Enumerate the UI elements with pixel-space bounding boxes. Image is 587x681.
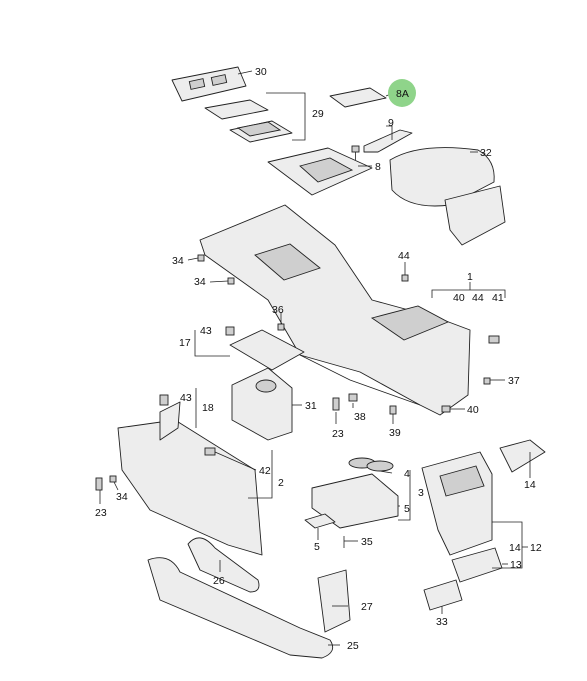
callout-34: 34: [194, 276, 206, 288]
callout-44: 44: [398, 250, 410, 262]
part-17-bracket: [229, 329, 305, 371]
callout-12: 12: [530, 542, 542, 554]
callout-36: 36: [272, 304, 284, 316]
clip-icon: [348, 393, 358, 402]
callout-41: 41: [492, 292, 504, 304]
callout-34: 34: [172, 255, 184, 267]
part-33-switch: [423, 579, 463, 611]
clip-icon: [159, 394, 169, 406]
part-2-side-trim: [117, 419, 263, 556]
callout-31: 31: [305, 400, 317, 412]
clip-icon: [332, 397, 340, 411]
part-5-pad: [304, 513, 336, 529]
callout-29: 29: [312, 108, 324, 120]
clip-icon: [488, 335, 500, 344]
clip-icon: [204, 447, 216, 456]
callout-30: 30: [255, 66, 267, 78]
callout-25: 25: [347, 640, 359, 652]
part-27-bracket: [317, 569, 351, 633]
bolt-icon: [277, 323, 285, 331]
bolt-icon: [197, 254, 205, 262]
callout-5: 5: [314, 541, 320, 553]
callout-17: 17: [179, 337, 191, 349]
callout-2: 2: [278, 477, 284, 489]
part-29-trays: [204, 99, 293, 143]
clip-icon: [95, 477, 103, 491]
highlight-label: 8A: [396, 88, 409, 100]
callout-14: 14: [509, 542, 521, 554]
part-26-duct: [187, 537, 260, 593]
callout-9: 9: [388, 117, 394, 129]
clip-icon: [389, 405, 397, 415]
part-31-gear-housing: [231, 367, 293, 441]
callout-5: 5: [404, 503, 410, 515]
callout-40: 40: [467, 404, 479, 416]
callout-23: 23: [332, 428, 344, 440]
clip-icon: [441, 405, 451, 413]
bolt-icon: [227, 277, 235, 285]
part-13-trim-frame: [451, 547, 503, 583]
callout-38: 38: [354, 411, 366, 423]
leader-lines: [99, 70, 531, 646]
callout-37: 37: [508, 375, 520, 387]
part-9-trim-strip: [363, 129, 413, 153]
part-32-armrest: [389, 147, 506, 246]
callout-42: 42: [259, 465, 271, 477]
part-25-air-duct: [147, 557, 334, 659]
callout-18: 18: [202, 402, 214, 414]
bolt-icon: [109, 475, 117, 483]
callout-23: 23: [95, 507, 107, 519]
callout-43: 43: [200, 325, 212, 337]
part-18-clip-strip: [159, 401, 181, 441]
part-1-center-console: [199, 204, 471, 416]
callout-13: 13: [510, 559, 522, 571]
part-14-vent: [499, 439, 546, 473]
callout-33: 33: [436, 616, 448, 628]
highlight-badge: [388, 79, 416, 107]
part-3-cupholder: [311, 457, 399, 529]
callout-40: 40: [453, 292, 465, 304]
callout-4: 4: [404, 468, 410, 480]
callout-8: 8: [375, 161, 381, 173]
part-8-gear-surround: [267, 147, 373, 196]
callout-32: 32: [480, 147, 492, 159]
part-8a-insert: [329, 87, 387, 108]
callout-1: 1: [467, 271, 473, 283]
clip-icon: [225, 326, 235, 336]
callout-44: 44: [472, 292, 484, 304]
bolt-icon: [351, 145, 360, 160]
callout-34: 34: [116, 491, 128, 503]
part-12-vent-frame: [421, 451, 493, 556]
callout-14: 14: [524, 479, 536, 491]
callout-39: 39: [389, 427, 401, 439]
part-30-switch-panel: [171, 66, 247, 102]
callout-43: 43: [180, 392, 192, 404]
callout-35: 35: [361, 536, 373, 548]
callout-3: 3: [418, 487, 424, 499]
bolt-icon: [401, 274, 409, 282]
callout-26: 26: [213, 575, 225, 587]
bolt-icon: [483, 377, 491, 385]
callout-27: 27: [361, 601, 373, 613]
